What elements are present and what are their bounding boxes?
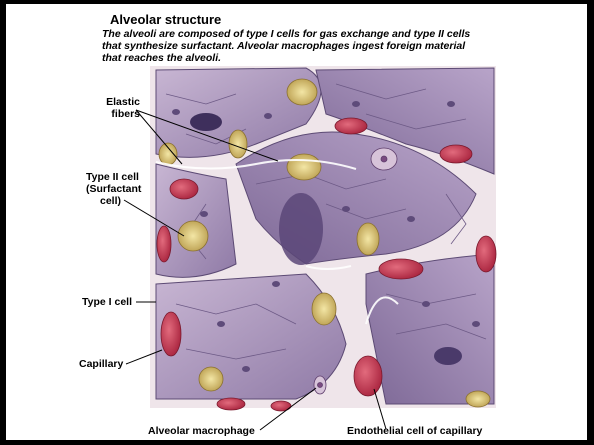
alveolar-illustration	[6, 4, 587, 440]
label-type1-cell: Type I cell	[82, 296, 132, 308]
page-subtitle: The alveoli are composed of type I cells…	[102, 28, 482, 64]
label-elastic-fibers: Elastic fibers	[100, 96, 140, 120]
label-capillary: Capillary	[79, 358, 123, 370]
label-type2-cell: Type II cell (Surfactant cell)	[86, 171, 166, 207]
label-alveolar-macrophage: Alveolar macrophage	[148, 425, 255, 437]
page-title: Alveolar structure	[110, 12, 221, 27]
label-endothelial-cell: Endothelial cell of capillary	[347, 425, 482, 437]
slide-frame: Alveolar structure The alveoli are compo…	[6, 4, 587, 440]
